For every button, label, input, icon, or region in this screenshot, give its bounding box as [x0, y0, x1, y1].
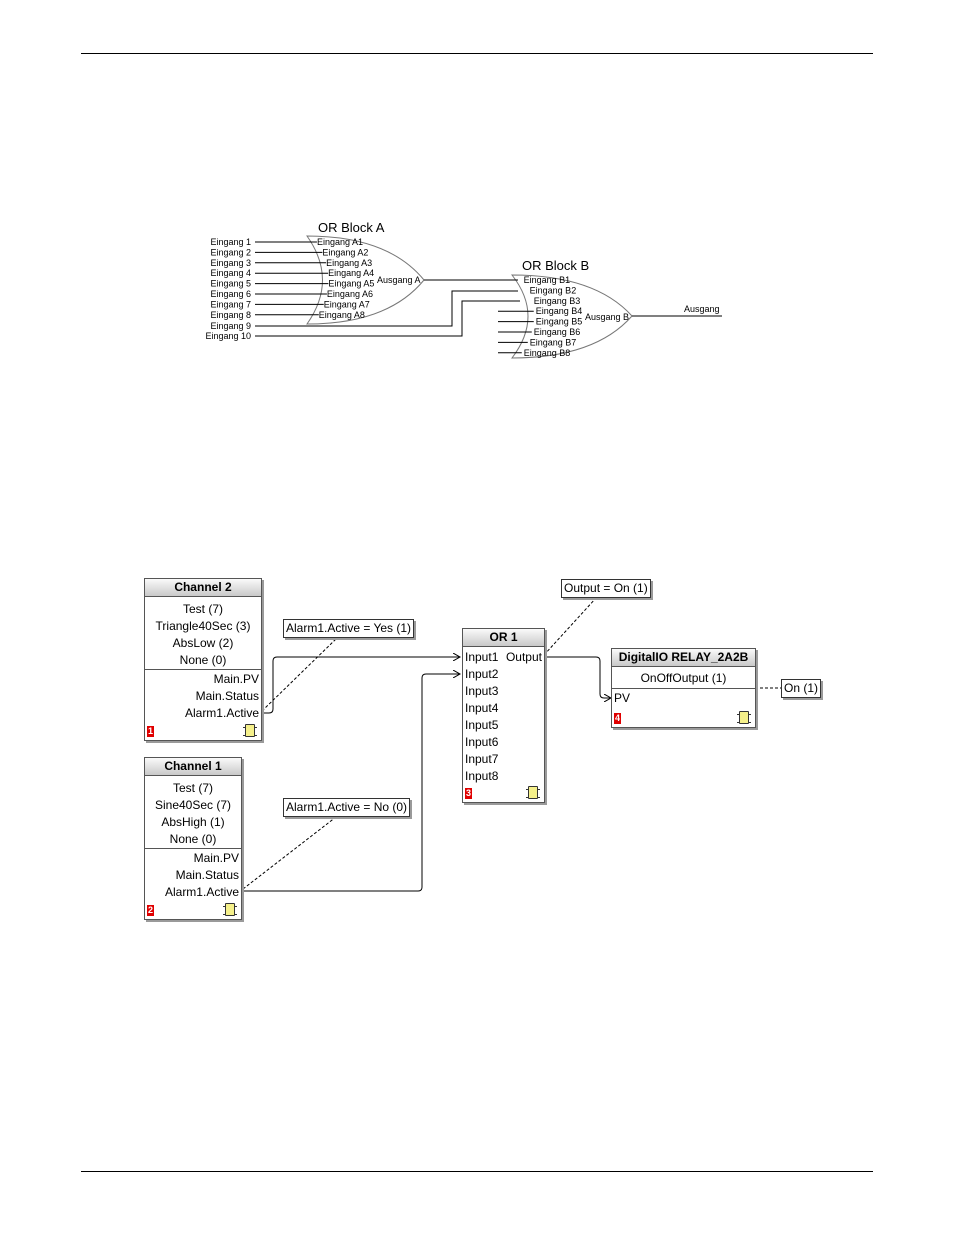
eingang-a-label: Eingang A6	[327, 289, 373, 299]
or-gate-a-shape	[306, 235, 425, 325]
wire-eingang-9-to-b2	[255, 290, 518, 327]
channel-1-outputs: Main.PV Main.Status Alarm1.Active 2	[145, 849, 241, 919]
channel-2-param: AbsLow (2)	[172, 636, 234, 650]
leader-alarm-no	[242, 816, 337, 890]
wire-ch1-alarm-to-input2	[243, 674, 460, 892]
channel-2-param: Test (7)	[182, 602, 223, 616]
eingang-label: Eingang 8	[210, 310, 251, 320]
eingang-a-label: Eingang A7	[324, 299, 370, 309]
note-alarm-no: Alarm1.Active = No (0)	[283, 798, 411, 817]
eingang-a-label: Eingang A2	[322, 247, 368, 257]
channel-1-output[interactable]: Main.PV	[193, 851, 239, 865]
eingang-label: Eingang 7	[210, 299, 251, 309]
or-block-a-title: OR Block A	[318, 220, 385, 235]
eingang-a-label: Eingang A5	[328, 279, 374, 289]
channel-2-output[interactable]: Alarm1.Active	[184, 706, 259, 720]
eingang-label: Eingang 2	[210, 247, 251, 257]
eingang-b-label: Eingang B3	[534, 296, 581, 306]
eingang-label: Eingang 5	[210, 279, 251, 289]
footer-rule	[81, 1171, 873, 1172]
eingang-label: Eingang 9	[210, 321, 251, 331]
digitalio-badge: 4	[614, 713, 621, 724]
or-1-block[interactable]: OR 1 Input1 Input2 Input3 Input4 Input5 …	[462, 628, 545, 803]
eingang-b-label: Eingang B6	[534, 327, 581, 337]
channel-1-param: None (0)	[169, 832, 217, 846]
or-1-title: OR 1	[463, 629, 544, 647]
or-1-input[interactable]: Input2	[465, 667, 499, 681]
channel-1-block[interactable]: Channel 1 Test (7) Sine40Sec (7) AbsHigh…	[144, 757, 242, 920]
leader-alarm-yes	[261, 637, 338, 712]
digitalio-title: DigitalIO RELAY_2A2B	[612, 649, 755, 667]
eingang-a-label: Eingang A4	[328, 268, 374, 278]
eingang-b-label: Eingang B1	[524, 275, 571, 285]
or-1-input[interactable]: Input8	[465, 769, 499, 783]
or-1-input[interactable]: Input7	[465, 752, 499, 766]
channel-2-params: Test (7) Triangle40Sec (3) AbsLow (2) No…	[145, 597, 261, 670]
final-output-label: Ausgang	[684, 304, 720, 314]
channel-2-output[interactable]: Main.Status	[195, 689, 259, 703]
eingang-b-label: Eingang B7	[530, 337, 577, 347]
leader-output-on	[543, 597, 597, 656]
eingang-label: Eingang 4	[210, 268, 251, 278]
chip-icon	[526, 786, 540, 799]
eingang-label: Eingang 10	[205, 331, 251, 341]
wire-eingang-10-to-b3	[255, 300, 520, 337]
eingang-a-label: Eingang A8	[319, 310, 365, 320]
or-1-output[interactable]: Output	[505, 650, 542, 664]
eingang-a-label: Eingang A1	[317, 237, 363, 247]
note-output-on: Output = On (1)	[561, 579, 651, 598]
digitalio-input-pv[interactable]: PV	[614, 691, 631, 705]
channel-1-title: Channel 1	[145, 758, 241, 776]
wire-ch2-alarm-to-input1	[262, 657, 460, 714]
channel-1-param: Sine40Sec (7)	[154, 798, 232, 812]
or-block-b-title: OR Block B	[522, 258, 589, 273]
chip-icon	[223, 903, 237, 916]
channel-2-output[interactable]: Main.PV	[213, 672, 259, 686]
or-1-input[interactable]: Input4	[465, 701, 499, 715]
ausgang-a-label: Ausgang A	[377, 275, 421, 285]
chip-icon	[737, 711, 751, 724]
eingang-label: Eingang 3	[210, 258, 251, 268]
channel-2-title: Channel 2	[145, 579, 261, 597]
channel-1-param: Test (7)	[172, 781, 213, 795]
digitalio-params: OnOffOutput (1)	[612, 667, 755, 689]
eingang-label: Eingang 1	[210, 237, 251, 247]
channel-1-param: AbsHigh (1)	[161, 815, 225, 829]
channel-1-params: Test (7) Sine40Sec (7) AbsHigh (1) None …	[145, 776, 241, 849]
note-on: On (1)	[781, 679, 822, 698]
wire-or1-output-to-pv	[544, 656, 611, 698]
chip-icon	[243, 724, 257, 737]
eingang-b-label: Eingang B8	[524, 348, 571, 358]
or-1-input[interactable]: Input6	[465, 735, 499, 749]
channel-1-output[interactable]: Alarm1.Active	[164, 885, 239, 899]
ausgang-b-label: Ausgang B	[585, 312, 629, 322]
eingang-a-label: Eingang A3	[326, 258, 372, 268]
channel-1-output[interactable]: Main.Status	[175, 868, 239, 882]
eingang-b-label: Eingang B4	[536, 306, 583, 316]
or-1-ports: Input1 Input2 Input3 Input4 Input5 Input…	[463, 647, 544, 785]
channel-1-badge: 2	[147, 905, 154, 916]
channel-2-badge: 1	[147, 726, 154, 737]
eingang-b-label: Eingang B2	[530, 285, 577, 295]
header-rule	[81, 53, 873, 54]
digitalio-block[interactable]: DigitalIO RELAY_2A2B OnOffOutput (1) PV …	[611, 648, 756, 728]
or-1-badge: 3	[465, 788, 472, 799]
note-alarm-yes: Alarm1.Active = Yes (1)	[283, 619, 415, 638]
channel-2-param: None (0)	[179, 653, 227, 667]
digitalio-param: OnOffOutput (1)	[640, 671, 727, 685]
eingang-label: Eingang 6	[210, 289, 251, 299]
or-1-input[interactable]: Input3	[465, 684, 499, 698]
eingang-b-label: Eingang B5	[536, 317, 583, 327]
channel-2-param: Triangle40Sec (3)	[155, 619, 251, 633]
channel-2-outputs: Main.PV Main.Status Alarm1.Active 1	[145, 670, 261, 740]
or-1-input[interactable]: Input1	[465, 650, 499, 664]
or-1-input[interactable]: Input5	[465, 718, 499, 732]
channel-2-block[interactable]: Channel 2 Test (7) Triangle40Sec (3) Abs…	[144, 578, 262, 741]
